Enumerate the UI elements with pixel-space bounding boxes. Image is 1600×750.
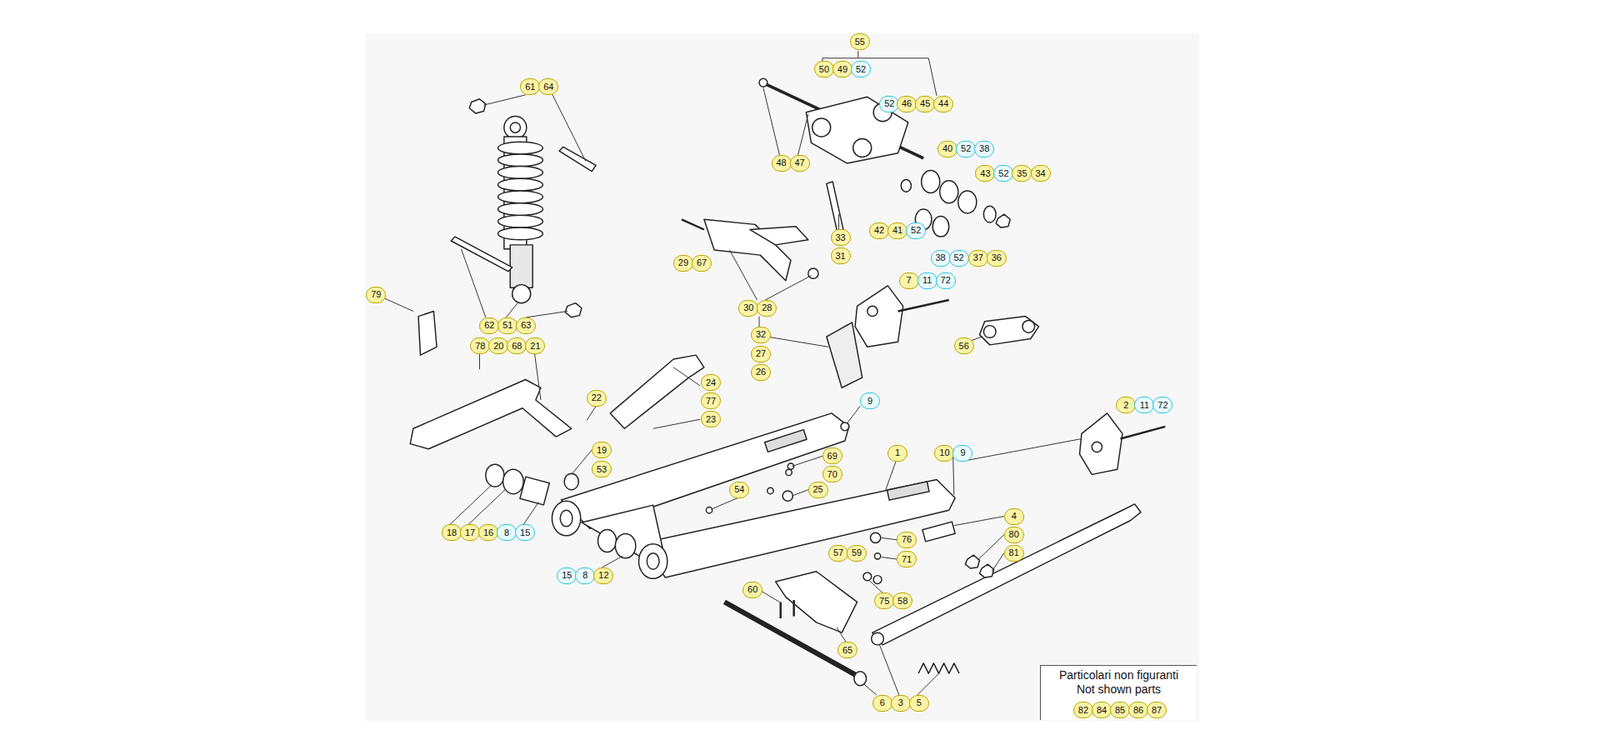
callout-number: 77 (700, 392, 721, 410)
callout-number: 71 (896, 550, 917, 568)
callout-number: 8 (575, 567, 595, 585)
callout-number: 36 (986, 250, 1007, 267)
callout-number: 69 (822, 447, 843, 465)
callout-number: 7 (899, 272, 920, 290)
callout-number: 49 (832, 60, 853, 78)
callout-number: 4 (1004, 508, 1025, 525)
note-text: Particolari non figuranti (1040, 668, 1198, 683)
callout-number: 3 (890, 695, 911, 712)
callout-number: 82 (1073, 701, 1094, 719)
callout-number: 35 (1011, 165, 1032, 182)
callout-number: 72 (935, 272, 956, 290)
callout-number: 5 (909, 695, 930, 712)
callout-number: 9 (952, 445, 973, 462)
callout-number: 30 (738, 300, 759, 317)
callout-number: 55 (850, 33, 870, 50)
callout-number: 62 (479, 317, 500, 335)
callout-number: 31 (830, 247, 851, 265)
callout-number: 11 (917, 272, 938, 290)
callout-number: 68 (506, 337, 527, 355)
callout-number: 53 (591, 460, 612, 478)
callout-number: 58 (892, 592, 913, 610)
callout-number: 11 (1134, 396, 1155, 414)
callout-number: 28 (756, 300, 777, 317)
callout-number: 44 (933, 95, 954, 113)
callout-number: 12 (593, 567, 614, 585)
callout-number: 40 (937, 140, 958, 158)
callout-number: 72 (1152, 396, 1173, 414)
callout-number: 25 (808, 481, 829, 499)
callout-number: 32 (750, 326, 771, 344)
callout-number: 75 (874, 592, 895, 610)
callout-number: 56 (954, 337, 975, 355)
callout-number: 52 (850, 60, 871, 78)
callout-number: 85 (1110, 701, 1130, 719)
callout-number: 21 (525, 337, 545, 355)
callout-number: 2 (1115, 396, 1136, 414)
callout-number: 52 (955, 140, 976, 158)
callout-number: 38 (974, 140, 995, 158)
callout-number: 52 (993, 165, 1014, 182)
callout-number: 8 (496, 524, 517, 541)
callout-number: 26 (750, 364, 771, 381)
callout-number: 52 (949, 250, 970, 267)
callout-number: 1 (887, 445, 908, 462)
callout-number: 20 (488, 337, 509, 355)
callout-number: 84 (1091, 701, 1112, 719)
callout-number: 48 (771, 155, 792, 172)
callout-number: 23 (700, 410, 721, 428)
callout-number: 41 (887, 222, 908, 240)
callout-number: 33 (830, 229, 851, 246)
callout-number: 52 (905, 222, 926, 240)
callout-number: 24 (700, 374, 721, 391)
callout-number: 78 (470, 337, 490, 355)
callout-number: 67 (691, 255, 712, 272)
callout-number: 46 (896, 95, 917, 113)
callout-number: 22 (586, 390, 607, 407)
callout-number: 64 (538, 78, 559, 95)
callout-number: 70 (822, 465, 843, 483)
callout-number: 65 (837, 641, 858, 659)
callout-number: 76 (896, 531, 917, 549)
callout-number: 86 (1128, 701, 1149, 719)
callout-number: 61 (520, 78, 540, 95)
callout-number: 37 (968, 250, 989, 267)
callout-number: 81 (1004, 545, 1025, 562)
callout-number: 87 (1146, 701, 1167, 719)
callout-number: 9 (860, 392, 880, 410)
callout-number: 15 (556, 567, 577, 585)
callout-number: 17 (460, 524, 480, 541)
callout-number: 50 (814, 60, 835, 78)
callout-number: 27 (750, 345, 771, 363)
callout-number: 15 (515, 524, 535, 541)
callout-number: 18 (441, 524, 462, 541)
callout-number: 57 (828, 545, 849, 562)
callout-number: 45 (915, 95, 935, 113)
callout-number: 80 (1004, 526, 1025, 544)
callout-number: 54 (729, 481, 750, 499)
callout-number: 60 (742, 581, 763, 599)
callout-number: 59 (846, 545, 867, 562)
callout-number: 6 (872, 695, 893, 712)
callout-number: 47 (790, 155, 810, 172)
callout-number: 63 (515, 317, 536, 335)
callout-number: 43 (975, 165, 995, 182)
callout-number: 42 (869, 222, 890, 240)
callout-number: 38 (930, 250, 951, 267)
callout-number: 19 (591, 441, 612, 459)
note-text: Not shown parts (1040, 682, 1198, 697)
callout-number: 79 (365, 286, 386, 304)
callout-number: 34 (1030, 165, 1051, 182)
callout-number: 16 (478, 524, 499, 541)
callout-number: 29 (673, 255, 694, 272)
callout-number: 51 (497, 317, 518, 335)
callout-number: 10 (934, 445, 955, 462)
